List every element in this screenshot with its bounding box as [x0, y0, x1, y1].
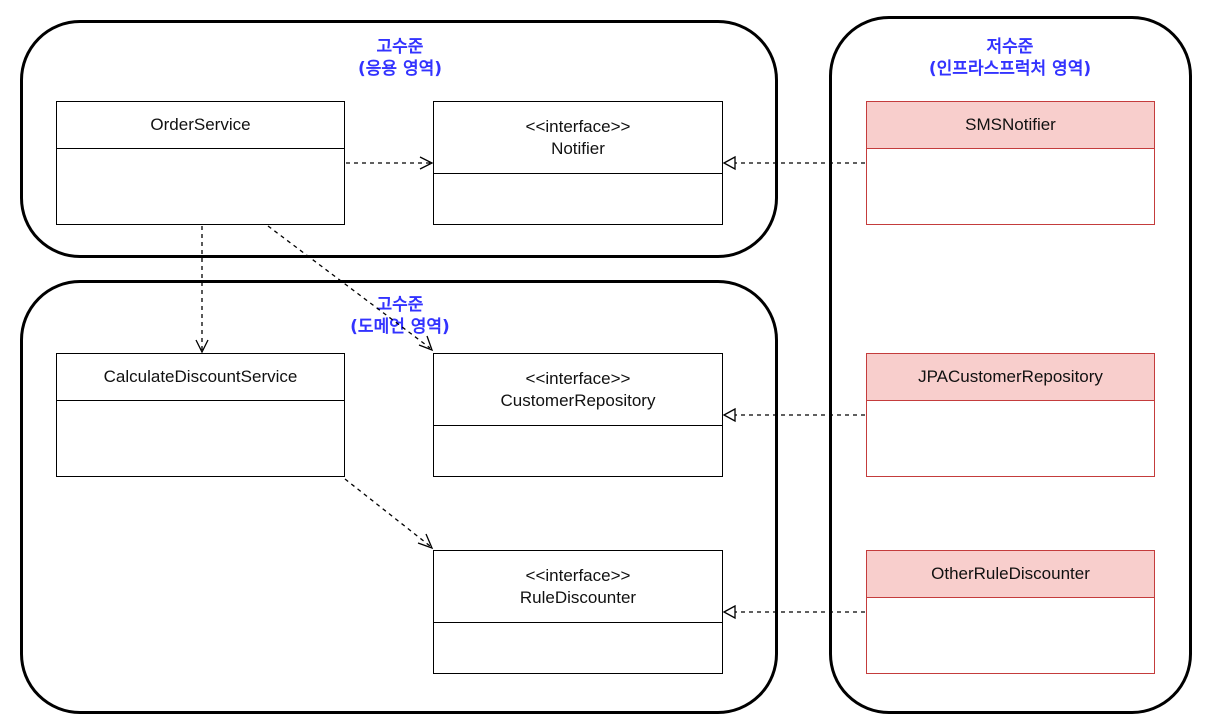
- other-rule-discounter-class[interactable]: OtherRuleDiscounter: [866, 550, 1155, 674]
- jpa-customer-repository-name: JPACustomerRepository: [918, 367, 1103, 386]
- other-rule-discounter-name: OtherRuleDiscounter: [931, 564, 1090, 583]
- rule-discounter-interface[interactable]: <<interface>> RuleDiscounter: [433, 550, 723, 674]
- application-layer-title-line1: 고수준: [376, 37, 424, 57]
- arrowhead-customer-repository: [418, 335, 434, 352]
- edge-calculate-discount-service-to-rule-discounter: [344, 478, 431, 547]
- notifier-name-compartment: <<interface>> Notifier: [434, 102, 722, 174]
- realization-head-rule-discounter: [722, 604, 736, 620]
- jpa-customer-repository-class[interactable]: JPACustomerRepository: [866, 353, 1155, 477]
- notifier-stereotype: <<interface>>: [525, 116, 631, 136]
- infrastructure-layer-title-line1: 저수준: [986, 37, 1034, 57]
- application-layer-region: [20, 20, 778, 258]
- domain-layer-region: [20, 280, 778, 714]
- order-service-class[interactable]: OrderService: [56, 101, 345, 225]
- sms-notifier-class[interactable]: SMSNotifier: [866, 101, 1155, 225]
- order-service-name-compartment: OrderService: [57, 102, 344, 149]
- jpa-customer-repository-name-compartment: JPACustomerRepository: [867, 354, 1154, 401]
- notifier-name: Notifier: [551, 138, 605, 158]
- sms-notifier-name: SMSNotifier: [965, 115, 1056, 134]
- customer-repository-name: CustomerRepository: [500, 390, 656, 410]
- calculate-discount-service-name: CalculateDiscountService: [103, 367, 298, 386]
- customer-repository-stereotype: <<interface>>: [525, 368, 631, 388]
- calculate-discount-service-name-compartment: CalculateDiscountService: [57, 354, 344, 401]
- calculate-discount-service-class[interactable]: CalculateDiscountService: [56, 353, 345, 477]
- arrowhead-calculate-discount-service: [195, 339, 209, 354]
- rule-discounter-stereotype: <<interface>>: [525, 565, 631, 585]
- sms-notifier-name-compartment: SMSNotifier: [867, 102, 1154, 149]
- order-service-name: OrderService: [150, 115, 251, 134]
- other-rule-discounter-name-compartment: OtherRuleDiscounter: [867, 551, 1154, 598]
- realization-head-customer-repository: [722, 407, 736, 423]
- arrowhead-rule-discounter: [417, 533, 434, 550]
- realization-head-notifier: [722, 155, 736, 171]
- infrastructure-layer-region: [829, 16, 1192, 714]
- infrastructure-layer-title-line2: (인프라스프럭처 영역): [928, 59, 1092, 79]
- infrastructure-layer-title: 저수준 (인프라스프럭처 영역): [880, 36, 1140, 80]
- domain-layer-title: 고수준 (도메언 영역): [300, 294, 500, 338]
- application-layer-title-line2: (응용 영역): [357, 59, 443, 79]
- arrowhead-notifier: [419, 156, 434, 170]
- application-layer-title: 고수준 (응용 영역): [300, 36, 500, 80]
- customer-repository-interface[interactable]: <<interface>> CustomerRepository: [433, 353, 723, 477]
- edge-order-service-to-customer-repository: [267, 225, 431, 349]
- customer-repository-name-compartment: <<interface>> CustomerRepository: [434, 354, 722, 426]
- notifier-interface[interactable]: <<interface>> Notifier: [433, 101, 723, 225]
- rule-discounter-name: RuleDiscounter: [519, 587, 637, 607]
- domain-layer-title-line2: (도메언 영역): [350, 317, 450, 337]
- domain-layer-title-line1: 고수준: [376, 295, 424, 315]
- rule-discounter-name-compartment: <<interface>> RuleDiscounter: [434, 551, 722, 623]
